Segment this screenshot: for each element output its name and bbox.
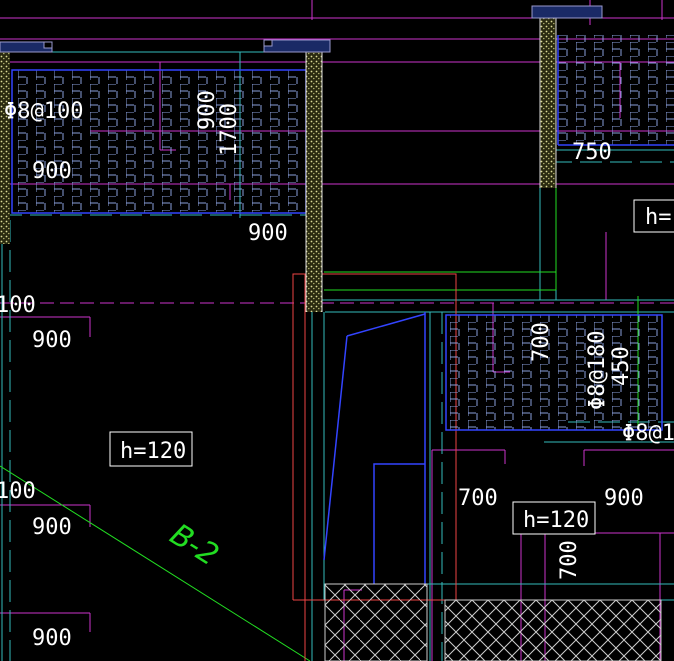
- h120-center-box: [109, 431, 193, 467]
- h120-right-label: h=120: [523, 508, 589, 533]
- dim-1700-vertical: 1700: [217, 103, 242, 156]
- hatched-zones: [324, 583, 662, 661]
- rebar-label-right-edge: Φ8@1: [622, 421, 674, 446]
- dim-900-under-slab: 900: [248, 221, 288, 246]
- dim-900-right: 900: [604, 486, 644, 511]
- dim-900-vertical: 900: [195, 90, 220, 130]
- slab-grid-top-right: [557, 35, 674, 146]
- dim-700-mid: 700: [458, 486, 498, 511]
- dim-900-left-a: 900: [32, 328, 72, 353]
- dim-900-left-b: 900: [32, 515, 72, 540]
- h120-right-box: [512, 501, 596, 535]
- rebar-label-vertical-180: Φ8@180: [585, 331, 610, 410]
- slab-label-b2: B-2: [164, 517, 225, 573]
- column-caps: [0, 5, 603, 53]
- dim-450-vertical: 450: [609, 346, 634, 386]
- h-top-right-box: [633, 199, 674, 233]
- rebar-label-top-left: Φ8@100: [4, 99, 83, 124]
- dim-900-left-c: 900: [32, 626, 72, 651]
- edge-100-b: 100: [0, 479, 36, 504]
- wall-sections: [0, 18, 557, 312]
- dim-750: 750: [572, 140, 612, 165]
- dim-700-vertical: 700: [529, 322, 554, 362]
- blue-lines: [323, 312, 426, 584]
- dim-900-top-left: 900: [32, 159, 72, 184]
- edge-100-a: 100: [0, 293, 36, 318]
- h-label-top-right: h=: [645, 205, 672, 230]
- slab-grid-mid-right: [445, 314, 663, 431]
- dim-700-bottom-vertical: 700: [557, 540, 582, 580]
- slab-grid-top-left: [11, 69, 307, 214]
- h120-center-label: h=120: [120, 439, 186, 464]
